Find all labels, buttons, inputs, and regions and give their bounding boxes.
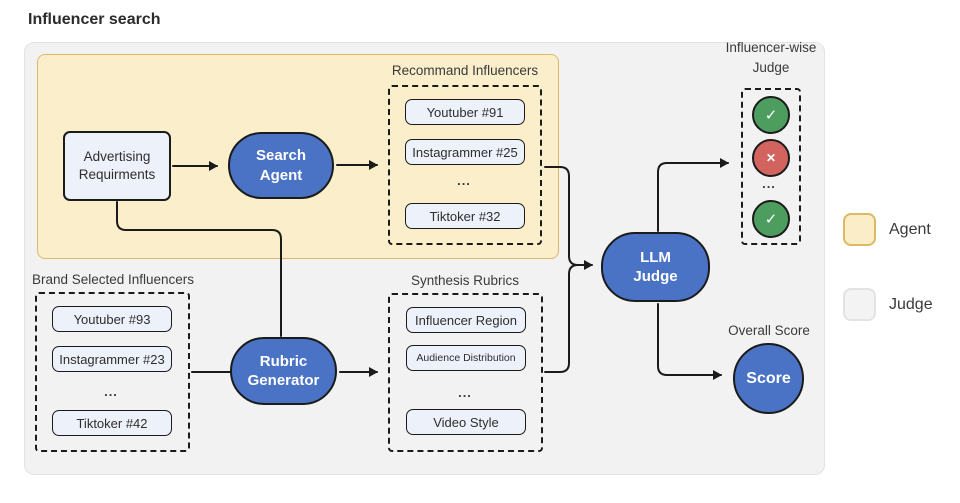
rubric-item: Audience Distribution	[406, 345, 526, 371]
rubric-generator-label-line2: Generator	[247, 372, 320, 389]
legend-agent: Agent	[843, 213, 931, 246]
brand-ellipsis: ...	[104, 384, 118, 399]
recommand-ellipsis: ...	[457, 173, 471, 188]
influencer-wise-judge-title-line2: Judge	[752, 60, 790, 76]
recommand-item: Instagrammer #25	[405, 139, 525, 165]
legend-judge: Judge	[843, 288, 933, 321]
llm-judge-label-line2: Judge	[633, 268, 678, 285]
judge-results-ellipsis: ...	[762, 176, 776, 191]
influencer-wise-judge-title-line1: Influencer-wise	[725, 40, 817, 55]
agent-legend-label: Agent	[889, 220, 931, 238]
advertising-requirements-label-line1: Advertising	[83, 149, 151, 165]
score-label: Score	[746, 369, 791, 387]
rubrics-ellipsis: ...	[458, 385, 472, 400]
judge-legend-label: Judge	[889, 295, 933, 313]
overall-score-title: Overall Score	[728, 323, 810, 338]
rubric-item: Influencer Region	[406, 307, 526, 333]
brand-selected-influencers-title: Brand Selected Influencers	[31, 272, 195, 287]
llm-judge-node: LLM Judge	[601, 232, 710, 302]
brand-item: Tiktoker #42	[52, 410, 172, 436]
rubric-generator-node: Rubric Generator	[230, 337, 337, 405]
rubric-item: Video Style	[406, 409, 526, 435]
score-node: Score	[733, 343, 804, 414]
recommand-influencers-group	[388, 85, 542, 245]
influencer-wise-judge-title: Influencer-wise Judge	[711, 38, 831, 79]
search-agent-label-line1: Search	[255, 147, 307, 164]
llm-judge-label-line1: LLM	[640, 248, 671, 266]
check-icon: ✓	[752, 200, 790, 238]
recommand-item: Tiktoker #32	[405, 203, 525, 229]
synthesis-rubrics-title: Synthesis Rubrics	[410, 273, 520, 288]
search-agent-node: Search Agent	[228, 132, 334, 199]
synthesis-rubrics-group	[388, 293, 543, 452]
brand-selected-influencers-group	[35, 292, 190, 452]
brand-item: Instagrammer #23	[52, 346, 172, 372]
recommand-item: Youtuber #91	[405, 99, 525, 125]
agent-legend-swatch	[843, 213, 876, 246]
recommand-influencers-title: Recommand Influencers	[391, 63, 539, 78]
advertising-requirements-node: Advertising Requirments	[63, 131, 171, 201]
judge-legend-swatch	[843, 288, 876, 321]
check-icon: ✓	[752, 96, 790, 134]
page-title: Influencer search	[28, 11, 161, 28]
search-agent-label-line2: Agent	[259, 166, 303, 184]
rubric-generator-label-line1: Rubric	[259, 352, 308, 370]
brand-item: Youtuber #93	[52, 306, 172, 332]
cross-icon: ✕	[752, 139, 790, 177]
influencer-wise-judge-group	[741, 88, 801, 245]
advertising-requirements-label-line2: Requirments	[78, 167, 156, 182]
